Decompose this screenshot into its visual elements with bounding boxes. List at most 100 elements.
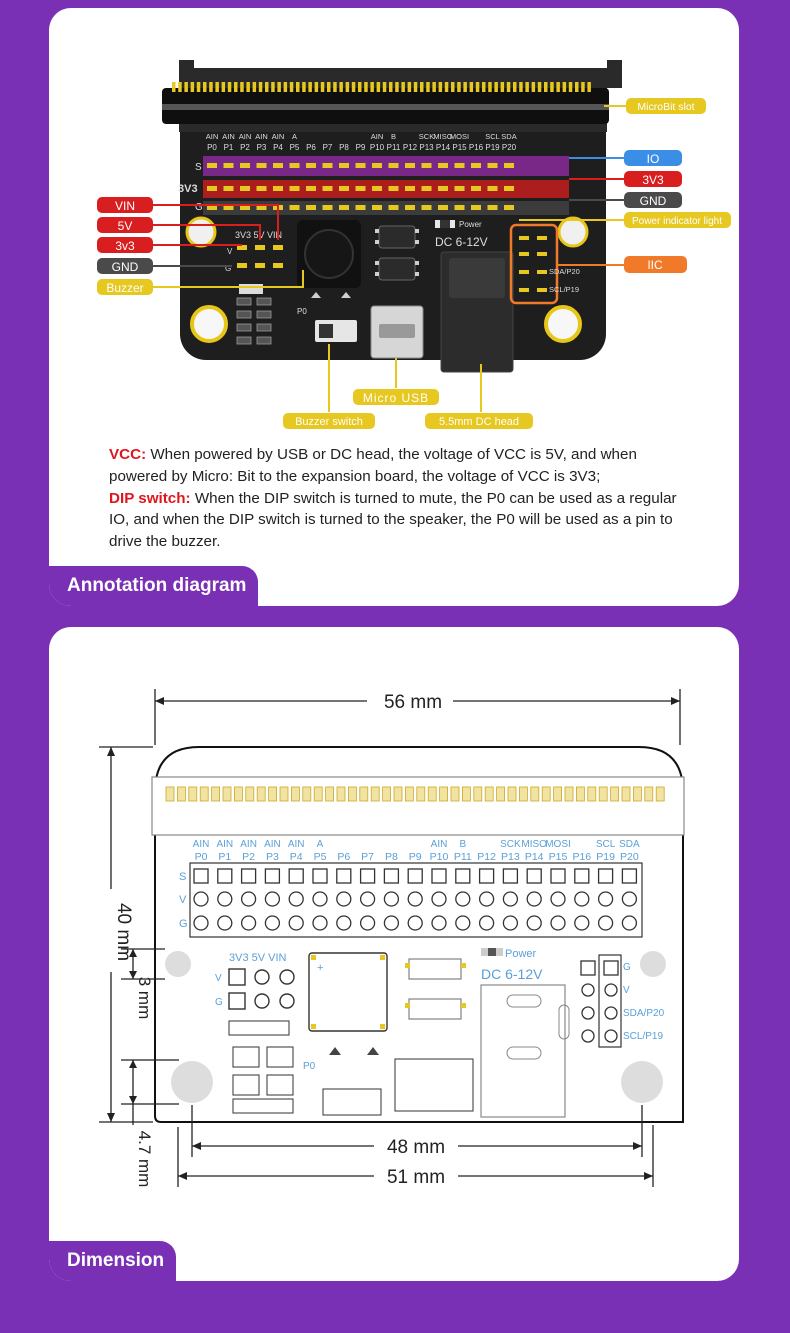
scl-label: SCL/P19 [549,285,579,294]
row-label-g: G [195,202,203,213]
dim-ain-label: AIN [431,839,448,850]
svg-text:GND: GND [112,260,139,274]
svg-text:5V: 5V [118,219,133,233]
dim-pin-label: P1 [218,851,231,863]
dim-iic-pins [580,960,619,1043]
row-label-3v3: 3V3 [178,183,198,195]
mount-hole-tr [557,216,589,248]
dim-hole-offset: 3 mm [135,977,154,1020]
dim-width-bottom: 51 mm [387,1167,445,1188]
pin-label: P1 [224,143,234,152]
ain-label: AIN [222,132,235,141]
dim-power-header: 3V3 5V VIN [229,952,287,964]
dim-ain-label: A [317,839,324,850]
mount-hole-tl [185,216,217,248]
ain-label: AIN [206,132,219,141]
power-header-label: 3V3 5V VIN [235,230,282,240]
callout-3v3-right: 3V3 [624,171,682,187]
dim-g: G [215,997,223,1008]
dimension-arrows [107,697,680,1180]
ain-label: AIN [371,132,384,141]
dim-width-top: 56 mm [384,692,442,713]
dim-pin-label: P15 [549,851,568,863]
pin-label: P11 [387,143,401,152]
dip-text: When the DIP switch is turned to mute, t… [109,489,677,551]
pin-label: P4 [273,143,283,152]
dim-pin-label: P12 [477,851,496,863]
callout-gnd-right: GND [624,192,682,208]
callout-gnd-left: GND [97,258,153,274]
callout-buzzer: Buzzer [97,279,153,295]
dim-height-left: 40 mm [113,903,134,961]
dim-ain-label: AIN [240,839,257,850]
dim-ain-label: SCL [596,839,616,850]
pin-label: P13 [419,143,434,152]
svg-text:GND: GND [640,194,667,208]
power-pins [237,245,283,268]
dim-v: V [215,973,222,984]
dim-pin-label: P16 [572,851,591,863]
v-mark: V [227,247,233,256]
p0-label: P0 [297,307,307,316]
ain-label: B [391,132,396,141]
mount-hole-bl [190,305,228,343]
callout-microbit-slot: MicroBit slot [626,98,706,114]
dim-header-pins [193,868,638,931]
dim-ain-label: AIN [193,839,210,850]
callout-micro-usb: Micro USB [353,389,439,405]
dim-ain-label: AIN [288,839,305,850]
pin-label: P16 [469,143,484,152]
power-label: Power [459,220,482,229]
pin-label: P5 [290,143,300,152]
dim-hole-br [621,1061,663,1103]
dimension-lines [99,689,681,1187]
dim-pin-label: P11 [454,851,472,863]
svg-text:3V3: 3V3 [642,173,664,187]
header-pins [207,163,514,210]
ain-label: SCK [419,132,434,141]
callout-iic: IIC [624,256,687,273]
dim-ain-label: AIN [216,839,233,850]
svg-text:3v3: 3v3 [115,239,135,253]
dim-hole-tr [640,951,666,977]
pin-label: P8 [339,143,349,152]
svg-text:5.5mm DC head: 5.5mm DC head [439,416,519,428]
dimension-tag: Dimension [49,1241,177,1281]
ain-label: MISO [433,132,452,141]
svg-text:VIN: VIN [115,199,135,213]
dim-pin-label: P6 [337,851,350,863]
pin-label: P14 [436,143,451,152]
callout-vin: VIN [97,197,153,213]
dim-pin-label: P10 [430,851,449,863]
ain-label: SCL [485,132,500,141]
callout-buzzer-switch: Buzzer switch [283,413,375,429]
dim-sda: SDA/P20 [623,1008,665,1019]
pin-label: P15 [452,143,467,152]
svg-text:IO: IO [647,152,660,166]
g-mark: G [225,264,231,273]
dc-label: DC 6-12V [435,235,488,249]
svg-text:Micro USB: Micro USB [363,391,429,405]
ain-label: AIN [239,132,252,141]
pin-label: P12 [403,143,418,152]
dim-pin-label: P20 [620,851,639,863]
callout-io: IO [624,150,682,166]
dim-pin-label: P13 [501,851,520,863]
dim-ain-label: MOSI [545,839,571,850]
dim-dc-jack [480,984,566,1118]
dim-pin-label: P4 [290,851,303,863]
dip-key: DIP switch: [109,489,191,507]
dim-pin-label: P5 [314,851,327,863]
slot-contacts [172,82,591,92]
svg-text:Buzzer: Buzzer [106,281,143,295]
pin-label: P10 [370,143,385,152]
svg-text:+: + [317,962,323,974]
dim-buzzer [308,952,388,1032]
iic-pins [519,236,547,292]
